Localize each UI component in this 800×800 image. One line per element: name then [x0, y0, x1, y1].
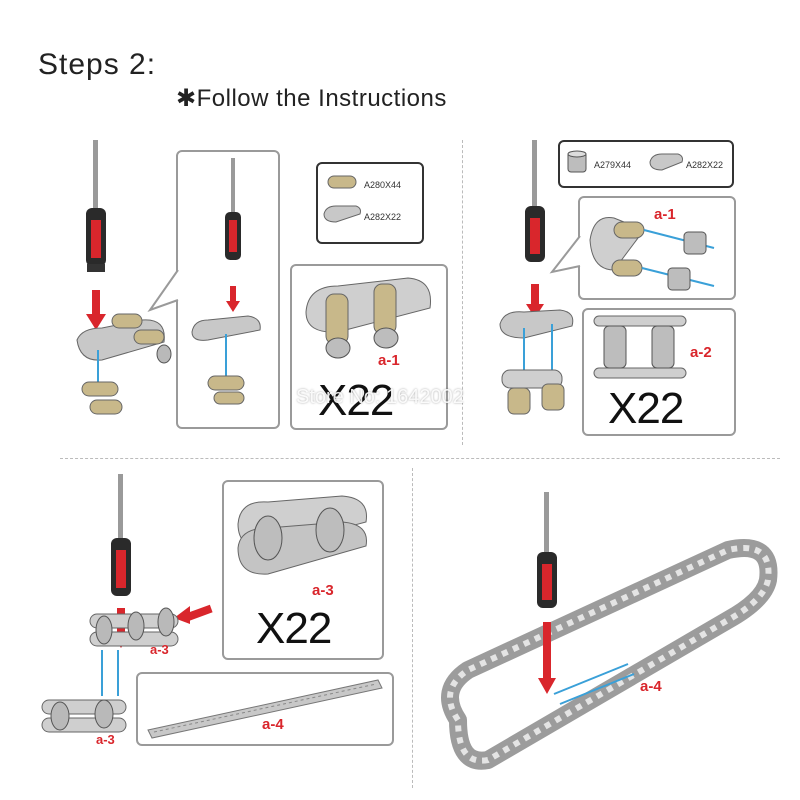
label-a4: a-4: [262, 716, 284, 733]
page-title: Steps 2:: [38, 48, 157, 81]
chain-link-icon: [41, 699, 127, 733]
quantity-x22-a2: X22: [608, 384, 684, 433]
chain-link-icon: [323, 205, 361, 223]
bushing-icon: [589, 216, 715, 291]
guide-lines: [101, 650, 119, 696]
callout-pointer: [549, 235, 581, 274]
arrow-down-icon: [86, 290, 106, 330]
screwdriver-icon: [537, 492, 557, 608]
callout-panel-2: [578, 196, 736, 300]
chain-link-icon: [649, 153, 683, 171]
callout-pointer: [147, 269, 179, 312]
chain-link-icon: [305, 277, 432, 359]
chain-loop-icon: [441, 539, 778, 770]
chain-link-icon: [499, 309, 574, 415]
quantity-x22-a3: X22: [256, 604, 332, 653]
screwdriver-icon: [525, 140, 545, 262]
screwdriver-icon: [86, 140, 106, 272]
chain-link-icon: [76, 313, 172, 415]
divider-horizontal: [60, 458, 780, 459]
part-code-a280: A280X44: [364, 180, 402, 190]
parts-legend-2: [558, 140, 734, 188]
part-code-a282: A282X22: [364, 212, 402, 222]
screwdriver-icon: [111, 474, 131, 596]
part-code-a282-b: A282X22: [686, 160, 724, 170]
bushing-icon: [567, 150, 587, 173]
divider-vertical-bottom: [412, 468, 413, 788]
chain-loop-icon: [147, 679, 383, 739]
part-code-a279: A279X44: [594, 160, 632, 170]
store-watermark: Store No: 1642002: [296, 386, 464, 408]
label-a3: a-3: [312, 582, 334, 599]
arrow-down-icon: [226, 286, 240, 312]
pin-icon: [327, 175, 357, 189]
label-a2: a-2: [690, 344, 712, 361]
label-a1-b: a-1: [654, 206, 676, 223]
bushing-icon: [593, 315, 687, 379]
pin-icon: [191, 315, 261, 405]
quantity-x22-a1: X22: [318, 376, 394, 425]
chain-link-icon: [89, 607, 179, 647]
divider-vertical-top: [462, 140, 463, 445]
chain-link-icon: [237, 495, 367, 575]
arrow-down-icon: [538, 622, 556, 694]
screwdriver-icon: [225, 158, 241, 260]
label-a1: a-1: [378, 352, 400, 369]
label-a4-loop: a-4: [640, 678, 662, 695]
page-subtitle: ✱Follow the Instructions: [176, 85, 447, 112]
label-a3-bottom: a-3: [96, 732, 115, 747]
label-a3-top: a-3: [150, 642, 169, 657]
